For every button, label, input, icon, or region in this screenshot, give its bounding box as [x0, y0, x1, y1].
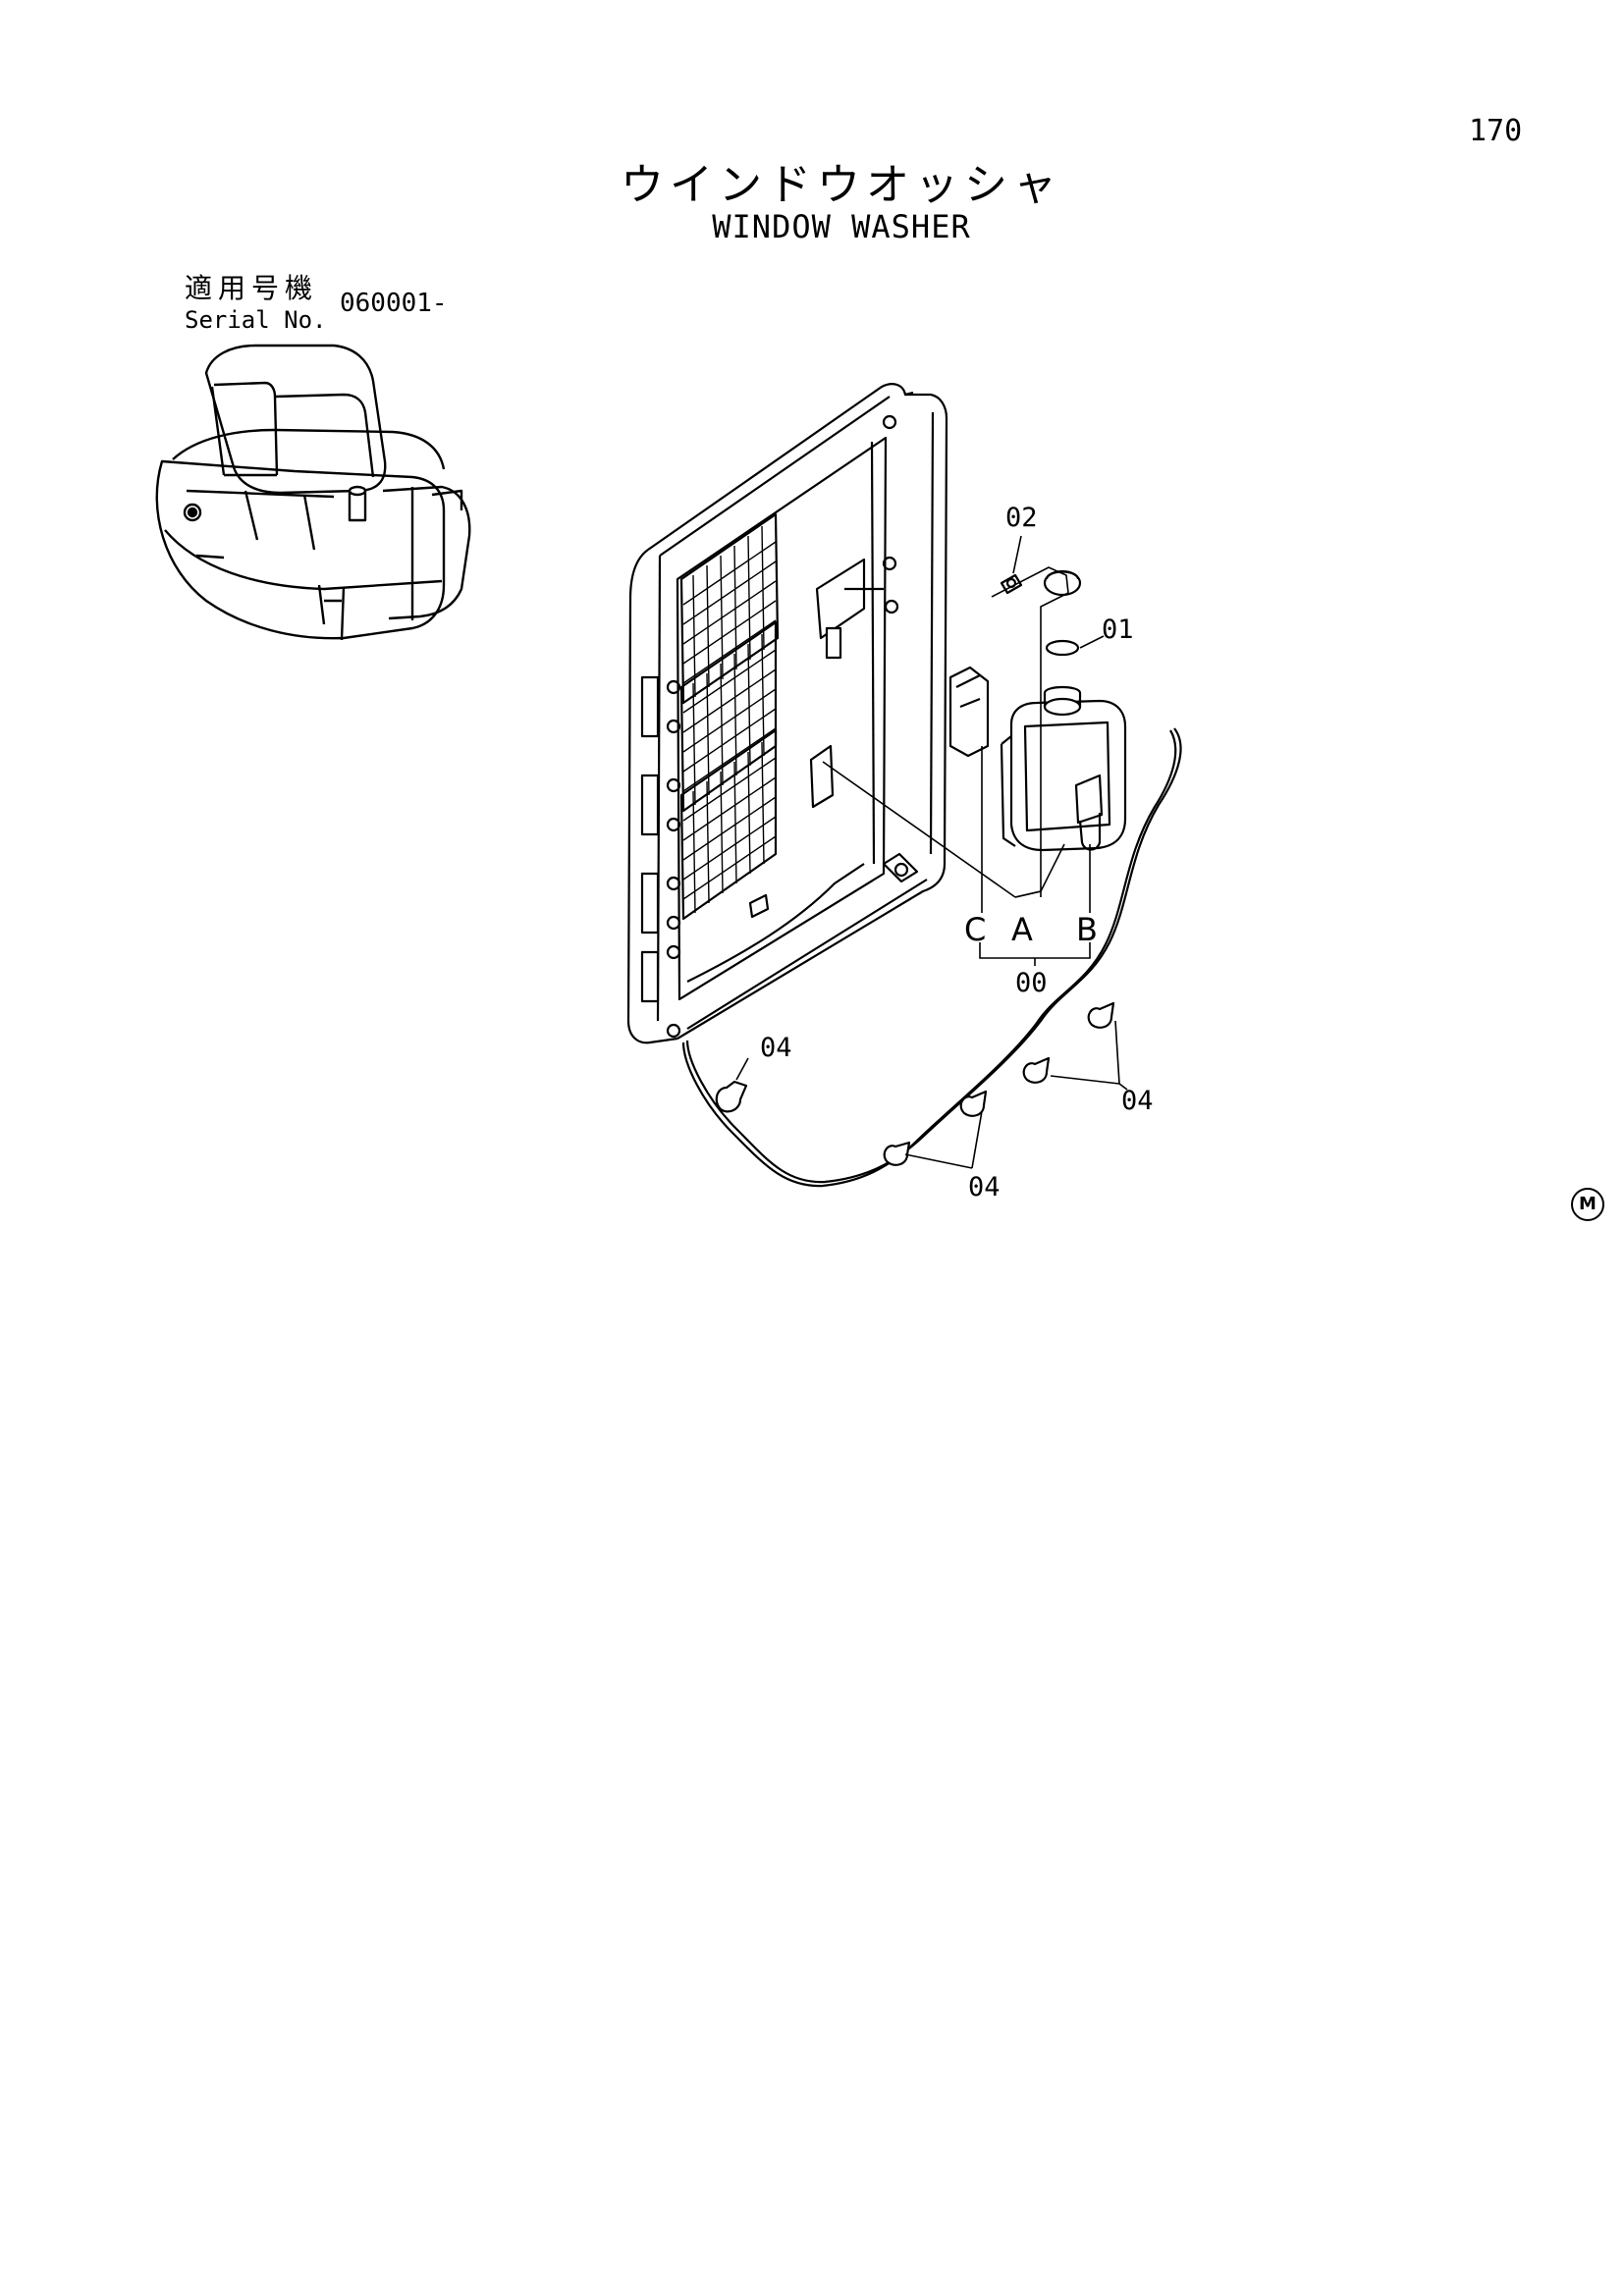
callout-02: 02 [1005, 503, 1038, 533]
callout-a: A [1011, 911, 1033, 948]
excavator-cab-icon [155, 344, 471, 641]
callout-04-bottom: 04 [968, 1172, 1001, 1202]
page-title-en: WINDOW WASHER [712, 208, 971, 245]
cab-rear-panel-icon [626, 383, 1182, 1188]
serial-label-en: Serial No. [185, 306, 327, 334]
page-number: 170 [1469, 114, 1523, 148]
washer-tank-icon [1000, 685, 1127, 852]
callout-04-right: 04 [1121, 1086, 1154, 1116]
serial-number-value: 060001- [340, 289, 448, 318]
callout-01: 01 [1102, 614, 1134, 645]
page-title-jp: ウインドウオッシャ [621, 160, 1062, 210]
m-mark-icon: M [1571, 1188, 1604, 1221]
callout-04-left: 04 [760, 1033, 792, 1063]
callout-c: C [964, 911, 986, 948]
serial-label-jp: 適用号機 [185, 272, 319, 304]
callout-00: 00 [1015, 968, 1048, 998]
callout-b: B [1076, 911, 1098, 948]
